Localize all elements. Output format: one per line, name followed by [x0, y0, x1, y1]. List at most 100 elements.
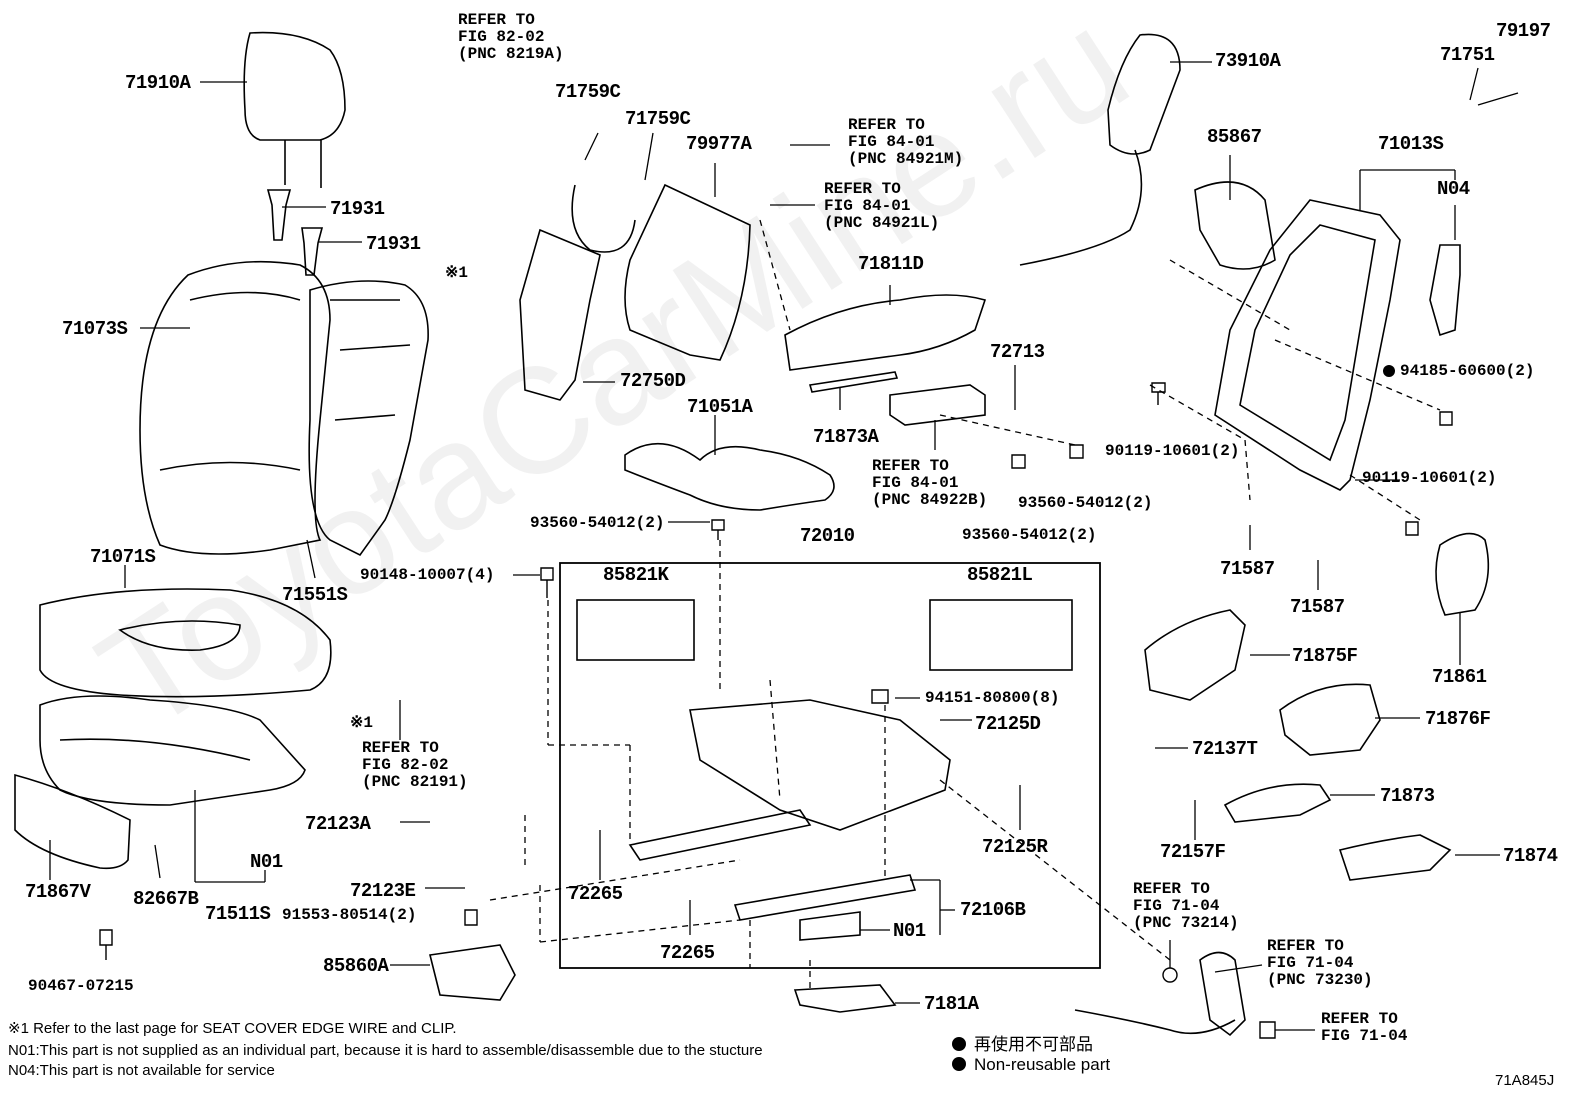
part-label-93560-54012-a[interactable]: 93560-54012(2)	[530, 514, 665, 532]
cushion-pad-part	[39, 695, 306, 806]
part-label-71013S[interactable]: 71013S	[1378, 133, 1444, 155]
part-label-71875F[interactable]: 71875F	[1292, 645, 1358, 667]
part-label-90467-07215[interactable]: 90467-07215	[28, 977, 134, 995]
refer-fig-71-04-73214[interactable]: REFER TO FIG 71-04 (PNC 73214)	[1133, 880, 1239, 932]
part-label-71073S[interactable]: 71073S	[62, 318, 128, 340]
part-label-79197[interactable]: 79197	[1496, 20, 1551, 42]
part-label-93560-54012-c[interactable]: 93560-54012(2)	[962, 526, 1097, 544]
part-label-85821L[interactable]: 85821L	[967, 564, 1033, 586]
part-label-7181A[interactable]: 7181A	[924, 993, 979, 1015]
part-label-85860A[interactable]: 85860A	[323, 955, 389, 977]
inner-shield-part	[1279, 683, 1381, 756]
lumbar-part	[519, 184, 636, 401]
part-label-71867V[interactable]: 71867V	[25, 881, 91, 903]
refer-fig-84-01-84921L[interactable]: REFER TO FIG 84-01 (PNC 84921L)	[824, 180, 940, 232]
part-label-N01-right[interactable]: N01	[893, 920, 926, 942]
seatback-cover-part	[139, 260, 331, 555]
release-cable	[1074, 1009, 1236, 1035]
part-label-71873A[interactable]: 71873A	[813, 426, 879, 448]
nonreusable-marker	[1383, 365, 1395, 377]
part-label-72123E[interactable]: 72123E	[350, 880, 416, 902]
part-label-90119-10601-b[interactable]: 90119-10601(2)	[1362, 469, 1497, 487]
part-label-71931-lower[interactable]: 71931	[366, 233, 421, 255]
seat-adjuster-frame-part	[628, 699, 951, 941]
legend-nonreusable-en: Non-reusable part	[952, 1055, 1110, 1075]
part-label-73910A[interactable]: 73910A	[1215, 50, 1281, 72]
part-label-71874[interactable]: 71874	[1503, 845, 1558, 867]
part-label-71587-b[interactable]: 71587	[1290, 596, 1345, 618]
part-label-90119-10601-a[interactable]: 90119-10601(2)	[1105, 442, 1240, 460]
motor-7181A-part	[793, 984, 897, 1013]
refer-fig-71-04-73230[interactable]: REFER TO FIG 71-04 (PNC 73230)	[1267, 937, 1373, 989]
front-trim-part	[14, 773, 131, 870]
footnote-N01: N01:This part is not supplied as an indi…	[8, 1042, 763, 1059]
part-label-71876F[interactable]: 71876F	[1425, 708, 1491, 730]
part-label-71751[interactable]: 71751	[1440, 44, 1495, 66]
diagram-code: 71A845J	[1495, 1072, 1555, 1089]
airbag-wire	[1019, 149, 1143, 266]
cushion-shield-part	[784, 294, 987, 371]
part-label-85821K[interactable]: 85821K	[603, 564, 669, 586]
refer-fig-84-01-84922B[interactable]: REFER TO FIG 84-01 (PNC 84922B)	[872, 457, 988, 509]
part-label-71511S[interactable]: 71511S	[205, 903, 271, 925]
headrest-part	[243, 31, 346, 188]
backboard-part	[624, 183, 751, 361]
fasteners	[99, 382, 1453, 1039]
part-label-71811D[interactable]: 71811D	[858, 253, 924, 275]
part-label-71051A[interactable]: 71051A	[687, 396, 753, 418]
motor-kit-box-left	[576, 599, 695, 661]
footnote-N04: N04:This part is not available for servi…	[8, 1062, 275, 1079]
lever-knob-part	[1199, 951, 1246, 1037]
clip-mark-lower: ※1	[350, 714, 374, 732]
part-label-72265-a[interactable]: 72265	[568, 883, 623, 905]
part-label-72123A[interactable]: 72123A	[305, 813, 371, 835]
legend-nonreusable-jp: 再使用不可部品	[952, 1030, 1093, 1055]
part-label-90148-10007[interactable]: 90148-10007(4)	[360, 566, 495, 584]
part-label-71861[interactable]: 71861	[1432, 666, 1487, 688]
part-label-71873[interactable]: 71873	[1380, 785, 1435, 807]
part-label-72125D[interactable]: 72125D	[975, 713, 1041, 735]
part-label-93560-54012-b[interactable]: 93560-54012(2)	[1018, 494, 1153, 512]
wire-harness-part	[624, 442, 835, 511]
part-label-91553-80514[interactable]: 91553-80514(2)	[282, 906, 417, 924]
part-label-N04[interactable]: N04	[1437, 178, 1470, 200]
part-label-85867[interactable]: 85867	[1207, 126, 1262, 148]
refer-fig-71-04[interactable]: REFER TO FIG 71-04	[1321, 1010, 1408, 1045]
part-label-72157F[interactable]: 72157F	[1160, 841, 1226, 863]
part-label-71587-a[interactable]: 71587	[1220, 558, 1275, 580]
part-label-72265-b[interactable]: 72265	[660, 942, 715, 964]
lower-cover-part	[1223, 783, 1332, 823]
recliner-motor-part	[1429, 244, 1461, 337]
part-label-72713[interactable]: 72713	[990, 341, 1045, 363]
outer-shield-part	[1144, 609, 1246, 701]
part-label-71931-upper[interactable]: 71931	[330, 198, 385, 220]
part-label-71071S[interactable]: 71071S	[90, 546, 156, 568]
part-label-79977A[interactable]: 79977A	[686, 133, 752, 155]
cushion-bar-part	[808, 371, 899, 393]
part-label-71551S[interactable]: 71551S	[282, 584, 348, 606]
footnote-edge-wire: ※1 Refer to the last page for SEAT COVER…	[8, 1020, 457, 1037]
part-label-72750D[interactable]: 72750D	[620, 370, 686, 392]
part-label-71759C-left[interactable]: 71759C	[555, 81, 621, 103]
seatback-pad-part	[308, 280, 429, 557]
refer-fig-82-02-82191[interactable]: REFER TO FIG 82-02 (PNC 82191)	[362, 739, 468, 791]
seat-ecu-part	[889, 384, 986, 426]
part-label-72106B[interactable]: 72106B	[960, 899, 1026, 921]
part-label-94151-80800[interactable]: 94151-80800(8)	[925, 689, 1060, 707]
part-label-94185-60600[interactable]: 94185-60600(2)	[1400, 362, 1535, 380]
seat-adjuster-box	[559, 562, 1101, 969]
part-label-71759C-right[interactable]: 71759C	[625, 108, 691, 130]
refer-fig-82-02-8219A[interactable]: REFER TO FIG 82-02 (PNC 8219A)	[458, 11, 564, 63]
refer-fig-84-01-84921M[interactable]: REFER TO FIG 84-01 (PNC 84921M)	[848, 116, 964, 168]
part-label-82667B[interactable]: 82667B	[133, 888, 199, 910]
inner-bracket-part	[1338, 834, 1452, 881]
part-label-72125R[interactable]: 72125R	[982, 836, 1048, 858]
switch-base-part	[429, 944, 516, 1001]
part-label-72010[interactable]: 72010	[800, 525, 855, 547]
side-shield-part	[1435, 532, 1490, 616]
part-label-71910A[interactable]: 71910A	[125, 72, 191, 94]
part-label-N01-left[interactable]: N01	[250, 851, 283, 873]
recliner-cover-part	[1194, 181, 1276, 270]
part-label-72137T[interactable]: 72137T	[1192, 738, 1258, 760]
